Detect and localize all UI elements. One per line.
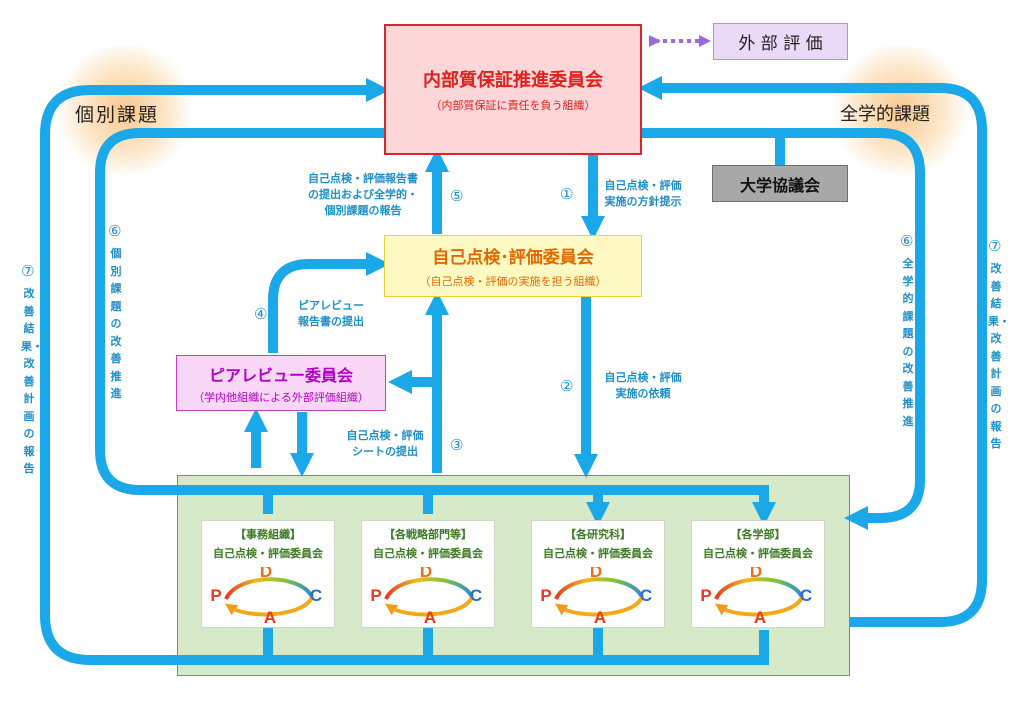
wide-issue-label: 全学的課題 [840, 104, 930, 125]
pdca-letter-p: P [370, 586, 381, 605]
unit-committee: 自己点検・評価委員会 [373, 547, 483, 560]
pdca-letter-c: C [640, 586, 652, 605]
main-committee-subtitle: （内部質保証に責任を負う組織） [430, 99, 596, 112]
peer-review-committee-subtitle: （学内他組織による外部評価組織） [193, 390, 369, 404]
unit-card-faculty: 【各学部】 自己点検・評価委員会 P D C A [691, 520, 825, 628]
external-eval-box: 外 部 評 価 [713, 23, 848, 60]
loop6-right [642, 128, 925, 531]
step2-label: 自己点検・評価実施の依頼 [604, 371, 682, 400]
unit-card-strategy: 【各戦略部門等】 自己点検・評価委員会 P D C A [361, 520, 495, 628]
pdca-letter-a: A [264, 608, 276, 625]
pdca-letter-d: D [590, 567, 602, 581]
pdca-letter-d: D [260, 567, 272, 581]
unit-card-graduate: 【各研究科】 自己点検・評価委員会 P D C A [531, 520, 665, 628]
unit-card-admin: 【事務組織】 自己点検・評価委員会 P D C A [201, 520, 335, 628]
step3-label: 自己点検・評価シートの提出 [346, 429, 424, 458]
unit-name: 【事務組織】 [235, 528, 301, 541]
self-eval-committee-title: 自己点検･評価委員会 [432, 248, 594, 268]
unit-name: 【各学部】 [730, 528, 786, 541]
step6-right-number: ⑥ [900, 232, 914, 250]
pdca-letter-d: D [750, 567, 762, 581]
peer-review-committee-title: ピアレビュー委員会 [208, 365, 353, 385]
step1-label: 自己点検・評価実施の方針提示 [604, 179, 682, 208]
pdca-arc-top [554, 577, 644, 601]
pdca-letter-c: C [310, 586, 322, 605]
self-eval-committee-box: 自己点検･評価委員会 （自己点検・評価の実施を担う組織） [384, 235, 642, 297]
step5-label: 自己点検・評価報告書の提出および全学的・個別課題の報告 [308, 172, 418, 217]
step7-left-number: ⑦ [21, 262, 35, 280]
unit-name: 【各戦略部門等】 [384, 528, 472, 541]
step7-left-label: 改善結果・改善計画の報告 [21, 287, 43, 475]
unit-name: 【各研究科】 [565, 528, 631, 541]
step6-right-label: 全学的課題の改善推進 [902, 257, 914, 428]
main-committee-box: 内部質保証推進委員会 （内部質保証に責任を負う組織） [384, 24, 642, 155]
pdca-letter-d: D [420, 567, 432, 581]
pdca-letter-p: P [700, 586, 711, 605]
step4-label: ピアレビュー報告書の提出 [298, 299, 364, 328]
step6-left-number: ⑥ [108, 222, 122, 240]
main-committee-title: 内部質保証推進委員会 [423, 70, 603, 91]
pdca-cycle-icon: P D C A [540, 567, 652, 625]
step7-right-label: 改善結果・改善計画の報告 [988, 262, 1010, 450]
external-eval-label: 外 部 評 価 [738, 34, 823, 54]
arrow-step4 [268, 251, 391, 353]
pdca-letter-a: A [594, 608, 606, 625]
council-box: 大学協議会 [712, 165, 848, 202]
loop7-left [40, 77, 769, 665]
unit-committee: 自己点検・評価委員会 [543, 547, 653, 560]
peer-review-committee-box: ピアレビュー委員会 （学内他組織による外部評価組織） [176, 355, 386, 411]
step3-number: ③ [450, 436, 464, 454]
pdca-arc-top [384, 577, 474, 601]
loop7-right [637, 75, 987, 627]
step4-number: ④ [254, 305, 268, 323]
pdca-cycle-icon: P D C A [370, 567, 482, 625]
pdca-cycle-icon: P D C A [210, 567, 322, 625]
pdca-letter-p: P [210, 586, 221, 605]
pdca-arc-bottom [225, 595, 314, 617]
pdca-letter-p: P [540, 586, 551, 605]
loop6-left [95, 128, 777, 527]
pdca-arc-bottom [555, 595, 644, 617]
step2-number: ② [560, 377, 574, 395]
step7-right-number: ⑦ [988, 237, 1002, 255]
pdca-arc-top [714, 577, 804, 601]
wide-issue-glow [830, 45, 970, 175]
self-eval-committee-subtitle: （自己点検・評価の実施を担う組織） [419, 275, 607, 288]
pdca-letter-a: A [754, 608, 766, 625]
step6-left-label: 個別課題の改善推進 [110, 247, 122, 400]
unit-committee: 自己点検・評価委員会 [703, 547, 813, 560]
individual-issue-label: 個別課題 [75, 104, 160, 126]
individual-issue-glow [55, 45, 195, 175]
pdca-arc-top [224, 577, 314, 601]
unit-committee: 自己点検・評価委員会 [213, 547, 323, 560]
step1-number: ① [560, 185, 574, 203]
step5-number: ⑤ [450, 187, 464, 205]
pdca-cycle-icon: P D C A [700, 567, 812, 625]
pdca-letter-c: C [470, 586, 482, 605]
council-label: 大学協議会 [739, 175, 820, 195]
pdca-arc-bottom [385, 595, 474, 617]
pdca-letter-a: A [424, 608, 436, 625]
pdca-arc-bottom [715, 595, 804, 617]
pdca-letter-c: C [800, 586, 812, 605]
